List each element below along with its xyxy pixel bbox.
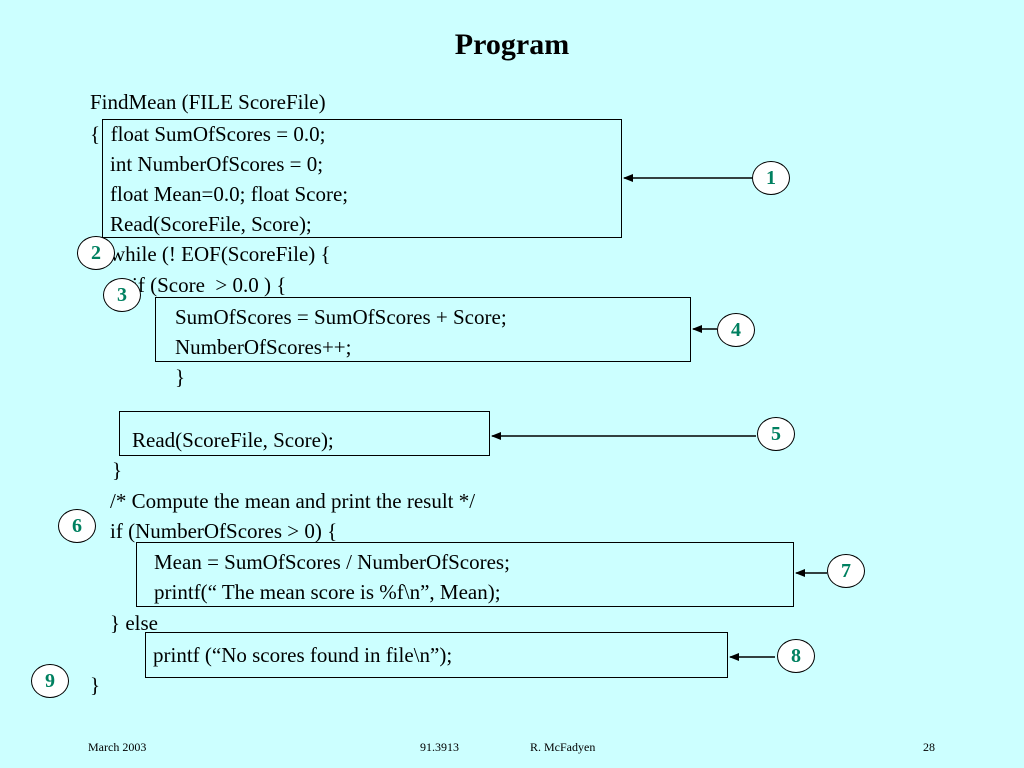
marker-8: 8 [777, 639, 815, 673]
code-line-1: FindMean (FILE ScoreFile) [90, 90, 326, 114]
code-line-6: while (! EOF(ScoreFile) { [110, 242, 331, 266]
code-line-15: Mean = SumOfScores / NumberOfScores; [154, 550, 510, 574]
block-box-1 [102, 119, 622, 238]
code-line-18: printf (“No scores found in file\n”); [153, 643, 453, 667]
code-line-12: } [112, 458, 123, 482]
block-box-8 [145, 632, 728, 678]
marker-4: 4 [717, 313, 755, 347]
marker-2: 2 [77, 236, 115, 270]
code-line-11: Read(ScoreFile, Score); [132, 428, 334, 452]
marker-5: 5 [757, 417, 795, 451]
code-line-9: NumberOfScores++; [175, 335, 352, 359]
code-line-4: float Mean=0.0; float Score; [110, 182, 349, 206]
code-line-16: printf(“ The mean score is %f\n”, Mean); [154, 580, 501, 604]
footer-course: 91.3913 [420, 740, 459, 754]
block-box-7 [136, 542, 794, 607]
code-line-2: { float SumOfScores = 0.0; [90, 122, 326, 146]
code-line-17: } else [110, 611, 158, 635]
footer-author: R. McFadyen [530, 740, 596, 754]
block-box-4 [155, 297, 691, 362]
slide-title: Program [454, 28, 570, 61]
block-box-5 [119, 411, 490, 456]
marker-1: 1 [752, 161, 790, 195]
code-line-7: if (Score > 0.0 ) { [132, 273, 287, 297]
code-line-3: int NumberOfScores = 0; [110, 152, 324, 176]
code-line-10: } [175, 365, 186, 389]
code-line-13: /* Compute the mean and print the result… [110, 489, 476, 513]
code-line-14: if (NumberOfScores > 0) { [110, 519, 338, 543]
marker-7: 7 [827, 554, 865, 588]
marker-3: 3 [103, 278, 141, 312]
marker-6: 6 [58, 509, 96, 543]
code-line-5: Read(ScoreFile, Score); [110, 212, 312, 236]
marker-9: 9 [31, 664, 69, 698]
code-line-8: SumOfScores = SumOfScores + Score; [175, 305, 507, 329]
code-line-19: } [90, 673, 101, 697]
footer-page-number: 28 [923, 740, 935, 754]
footer-date: March 2003 [88, 740, 147, 754]
